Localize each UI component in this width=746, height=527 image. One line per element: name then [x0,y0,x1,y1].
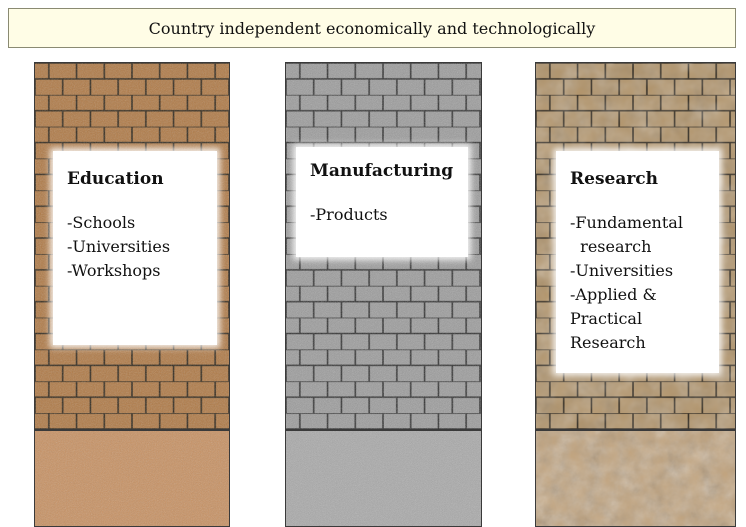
education-item: -Schools [67,213,136,232]
manufacturing-card: Manufacturing -Products [296,147,468,257]
research-card: Research -Fundamental research -Universi… [556,151,719,373]
research-item: -Applied & [570,285,657,304]
manufacturing-base-texture [286,431,481,526]
education-item: -Workshops [67,261,161,280]
education-card: Education -Schools -Universities -Worksh… [53,151,217,345]
manufacturing-item: -Products [310,205,388,224]
research-item: Research [570,333,646,352]
pillar-manufacturing: Manufacturing -Products [285,62,482,430]
manufacturing-title: Manufacturing [310,161,454,181]
research-base [535,430,736,527]
pillar-research: Research -Fundamental research -Universi… [535,62,736,430]
education-base [34,430,230,527]
research-item: -Universities [570,261,674,280]
education-title: Education [67,169,164,189]
research-base-texture [536,431,735,526]
research-item: research [570,237,652,256]
pillar-education: Education -Schools -Universities -Worksh… [34,62,230,430]
education-base-texture [35,431,229,526]
manufacturing-base [285,430,482,527]
education-item: -Universities [67,237,171,256]
research-item: Practical [570,309,643,328]
title-banner: Country independent economically and tec… [8,8,736,48]
research-item: -Fundamental [570,213,683,232]
title-banner-text: Country independent economically and tec… [148,18,596,38]
research-title: Research [570,169,659,189]
